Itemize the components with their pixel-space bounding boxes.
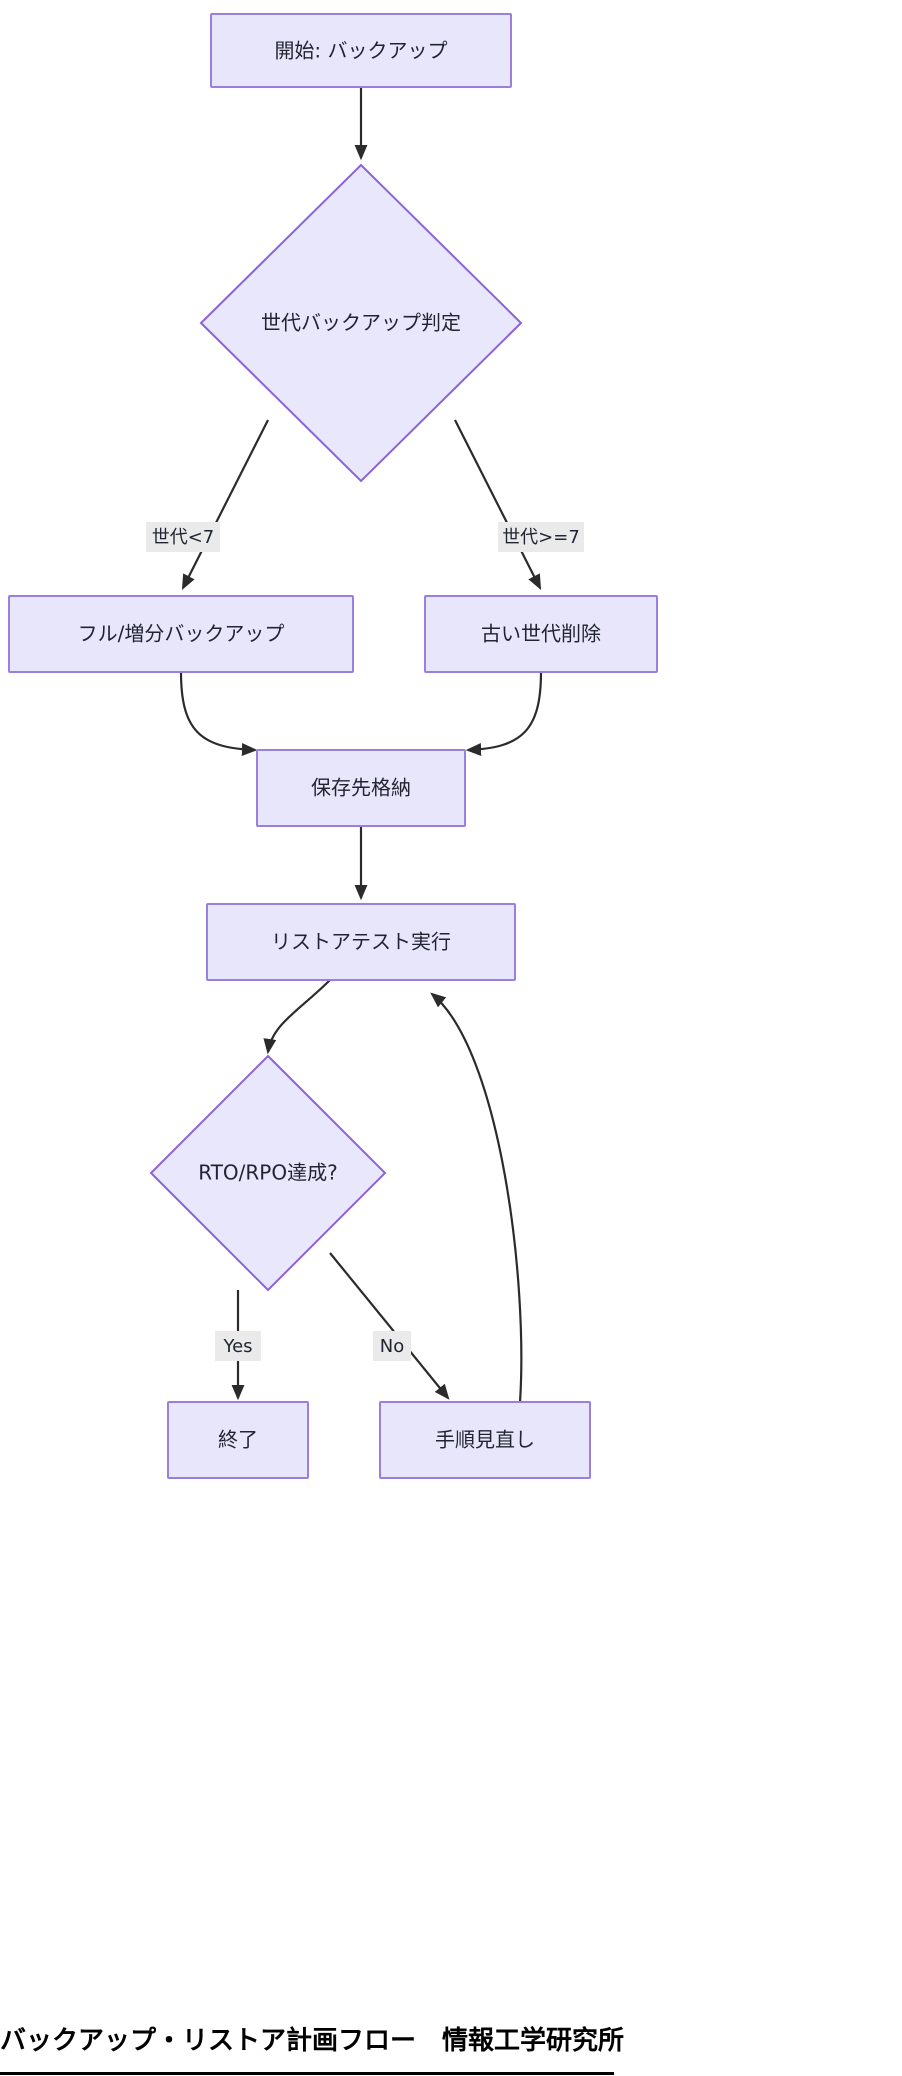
node-revise[interactable]: 手順見直し [379, 1401, 591, 1479]
node-purge-old-label: 古い世代削除 [481, 622, 601, 646]
edge-label-gen-lt-7: 世代<7 [146, 522, 220, 552]
edge-label-gen-gte-7-text: 世代>=7 [502, 527, 580, 548]
node-decide1-label: 世代バックアップ判定 [261, 311, 461, 335]
node-full-backup[interactable]: フル/増分バックアップ [8, 595, 354, 673]
edge-decide1-to-purge [454, 419, 542, 591]
node-restore-test-label: リストアテスト実行 [271, 930, 451, 954]
node-decide1[interactable]: 世代バックアップ判定 [199, 163, 523, 483]
edge-label-gen-gte-7: 世代>=7 [498, 522, 584, 552]
edge-label-yes-text: Yes [222, 1336, 252, 1357]
edge-label-gen-lt-7-text: 世代<7 [152, 527, 215, 548]
edge-restest-to-decide2 [263, 979, 331, 1055]
node-start[interactable]: 開始: バックアップ [210, 13, 512, 88]
node-store-label: 保存先格納 [311, 776, 411, 800]
node-purge-old[interactable]: 古い世代削除 [424, 595, 658, 673]
node-revise-label: 手順見直し [435, 1428, 535, 1452]
edge-label-group: 世代<7 世代>=7 Yes No [146, 522, 584, 1361]
node-restore-test[interactable]: リストアテスト実行 [206, 903, 516, 981]
node-end-label: 終了 [218, 1428, 258, 1452]
edge-full-to-store [179, 671, 258, 756]
node-decide2[interactable]: RTO/RPO達成? [149, 1054, 387, 1292]
footer-caption: バックアップ・リストア計画フロー 情報工学研究所 [0, 2026, 625, 2056]
node-end[interactable]: 終了 [167, 1401, 309, 1479]
edge-label-no-text: No [380, 1336, 404, 1357]
edge-purge-to-store [465, 671, 543, 756]
node-store[interactable]: 保存先格納 [256, 749, 466, 827]
node-full-backup-label: フル/増分バックアップ [78, 622, 285, 646]
edge-revise-to-restest [430, 992, 523, 1403]
edge-label-no: No [373, 1331, 411, 1361]
node-start-label: 開始: バックアップ [274, 39, 447, 63]
edge-decide1-to-full [181, 419, 269, 591]
edge-decide2-to-revise [329, 1252, 450, 1400]
footer-divider [0, 2072, 614, 2075]
edge-group [179, 88, 543, 1403]
node-decide2-label: RTO/RPO達成? [198, 1161, 337, 1185]
edge-label-yes: Yes [215, 1331, 261, 1361]
